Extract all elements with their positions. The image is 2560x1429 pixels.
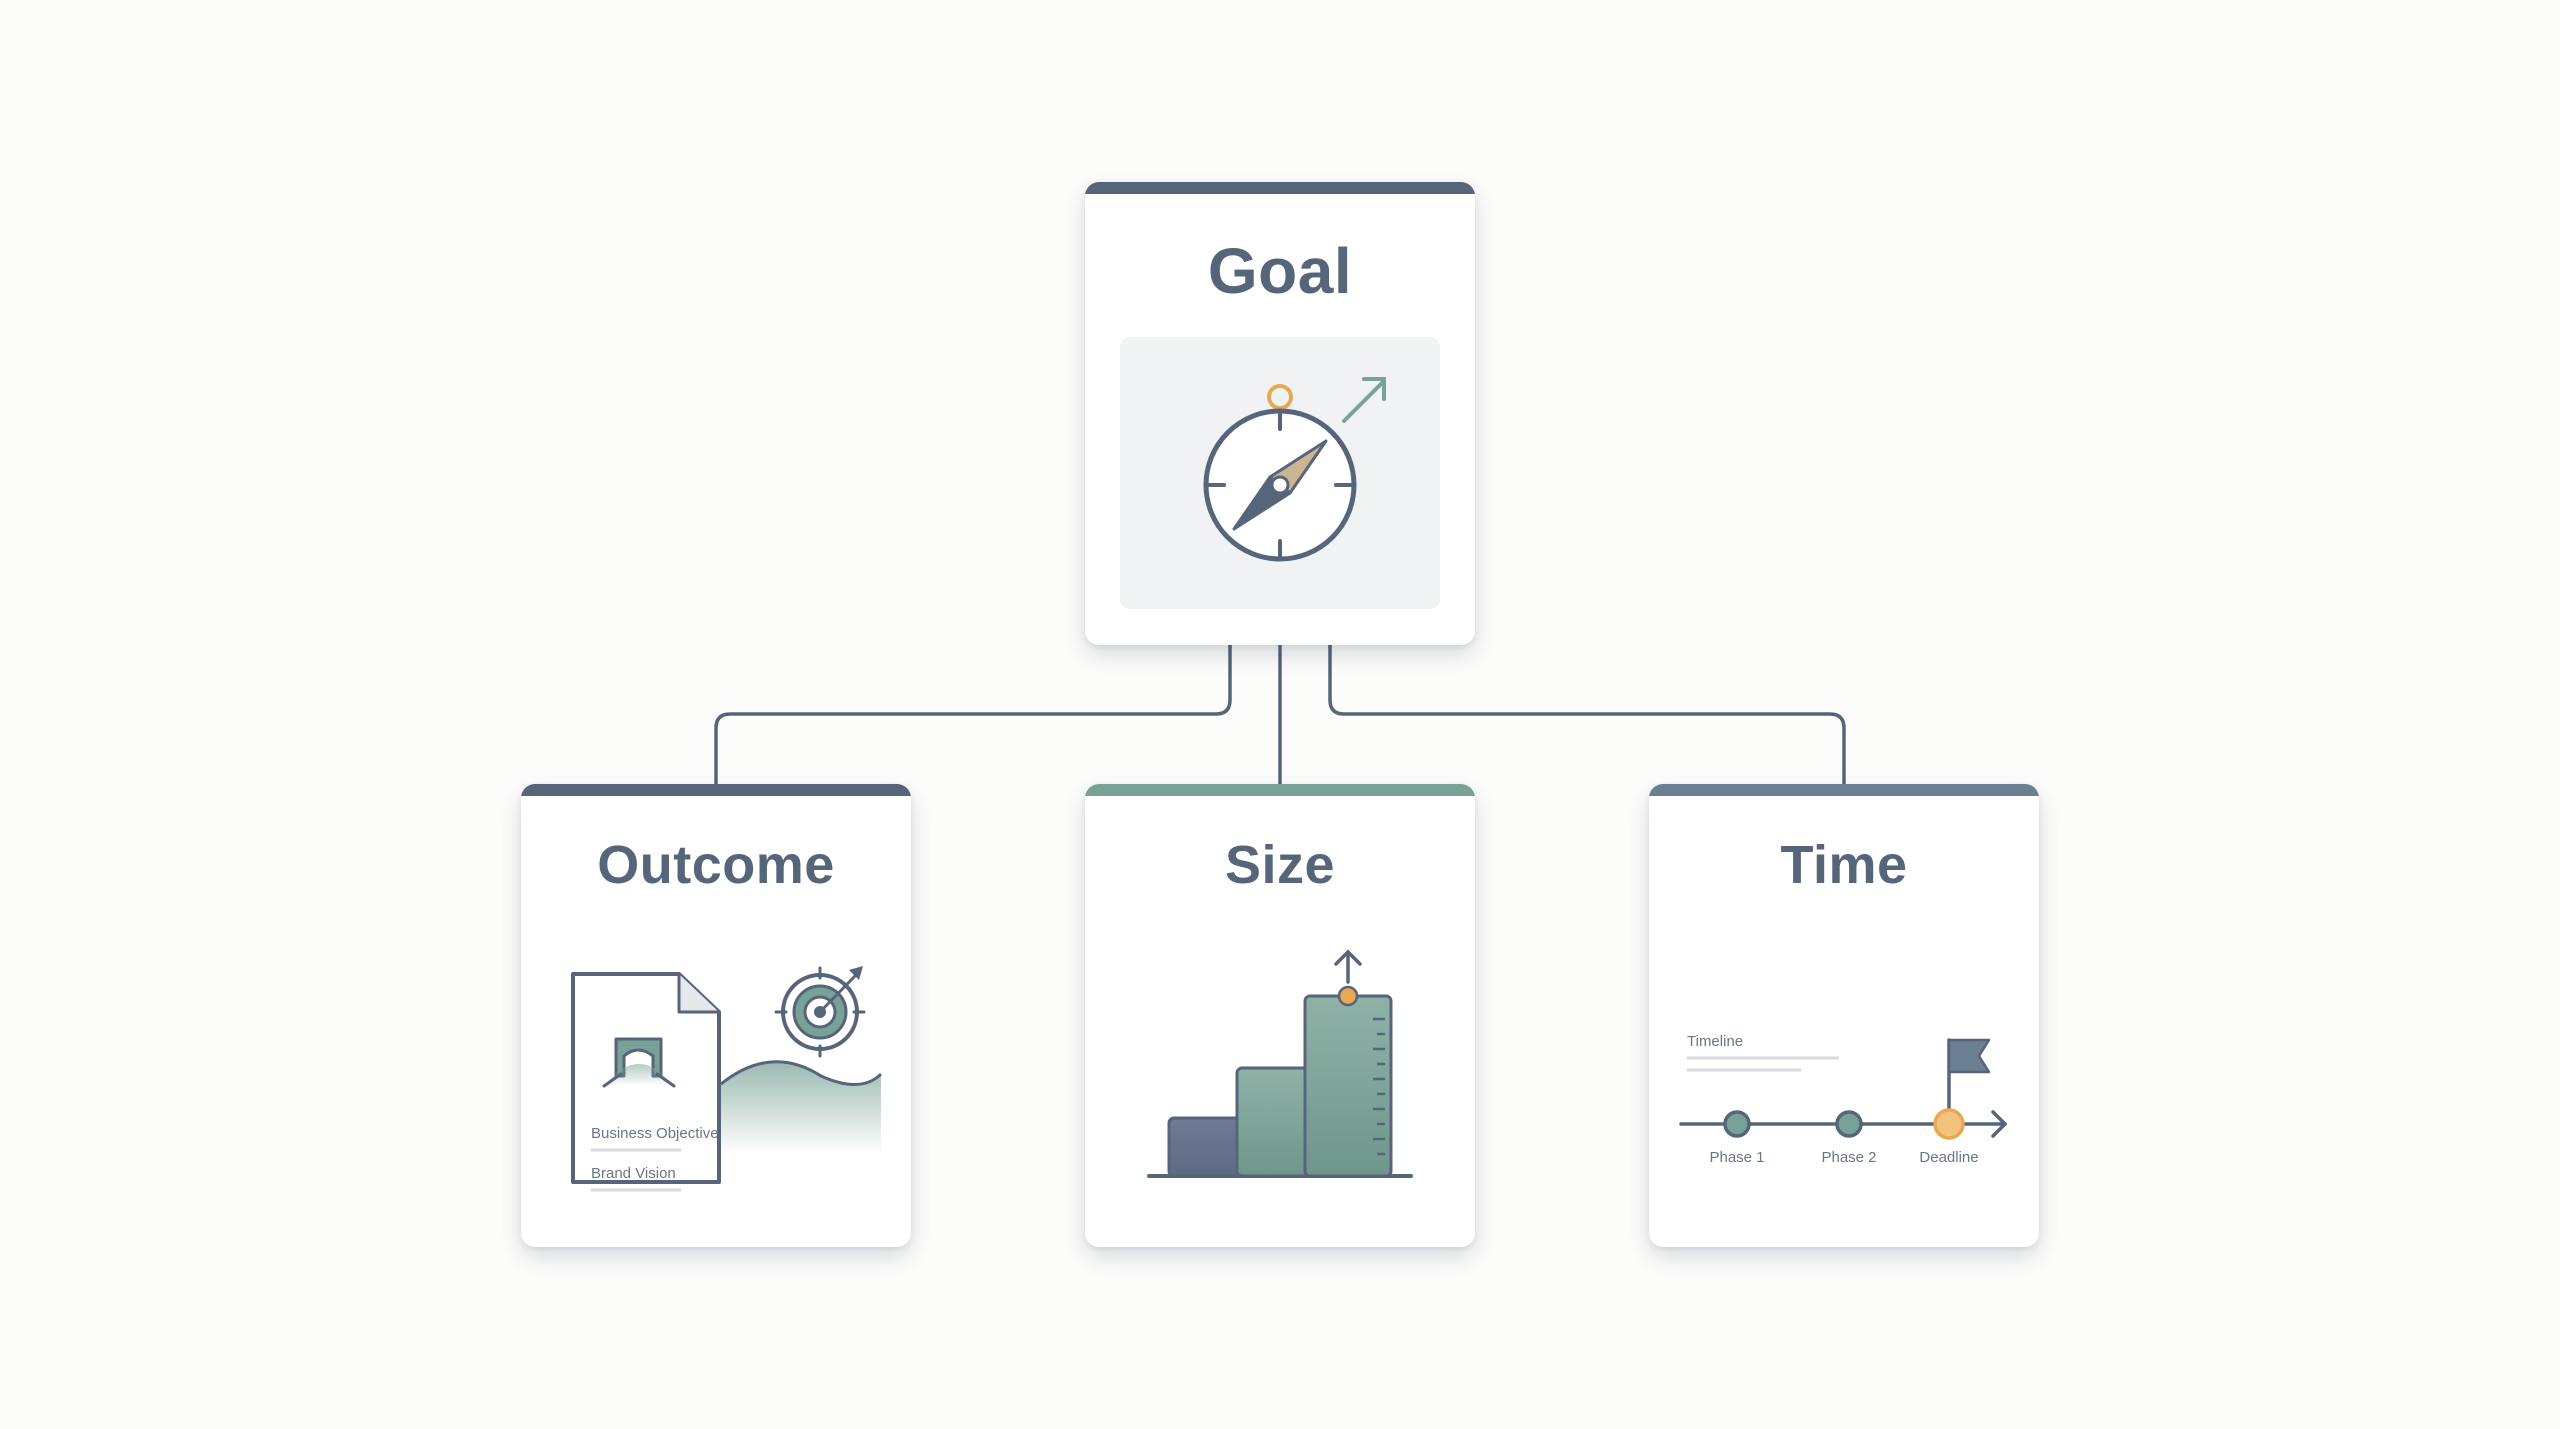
outcome-card-accent xyxy=(521,784,911,796)
connector-outcome xyxy=(714,643,1232,786)
milestone-label-phase-2: Phase 2 xyxy=(1821,1149,1876,1166)
landscape-hill xyxy=(721,1061,881,1154)
bar-growth-icon xyxy=(1147,949,1413,1178)
connector-time xyxy=(1328,643,1846,786)
time-title: Time xyxy=(1780,835,1908,895)
target-icon xyxy=(774,966,866,1058)
compass-icon xyxy=(1203,377,1386,562)
goal-card: Goal xyxy=(1085,182,1475,645)
up-arrow-icon xyxy=(1334,949,1362,984)
milestone-label-deadline: Deadline xyxy=(1919,1149,1978,1166)
outcome-card: Outcome xyxy=(521,784,911,1247)
doc-line-brand-vision: Brand Vision xyxy=(591,1165,676,1182)
time-card: Time Timeline Phase 1 Phase 2 Deadline xyxy=(1649,784,2039,1247)
size-title: Size xyxy=(1224,835,1336,895)
timeline-illustration: Timeline Phase 1 Phase 2 Deadline xyxy=(1679,1033,2007,1166)
milestone-dot-deadline xyxy=(1933,1108,1965,1140)
doc-line-business-objective: Business Objective xyxy=(591,1125,719,1142)
timeline-label: Timeline xyxy=(1687,1033,1743,1050)
milestone-dot-phase-2 xyxy=(1835,1110,1863,1138)
goal-title: Goal xyxy=(1207,235,1353,307)
size-card: Size xyxy=(1085,784,1475,1247)
size-bar-large xyxy=(1303,994,1393,1178)
document-icon: Business Objective Brand Vision xyxy=(571,972,721,1192)
goal-illustration xyxy=(1120,337,1440,609)
outcome-title: Outcome xyxy=(597,835,835,895)
time-card-accent xyxy=(1649,784,2039,796)
outcome-illustration: Business Objective Brand Vision xyxy=(571,966,883,1192)
size-card-accent xyxy=(1085,784,1475,796)
milestone-label-phase-1: Phase 1 xyxy=(1709,1149,1764,1166)
goal-card-accent xyxy=(1085,182,1475,194)
milestone-dot-phase-1 xyxy=(1723,1110,1751,1138)
